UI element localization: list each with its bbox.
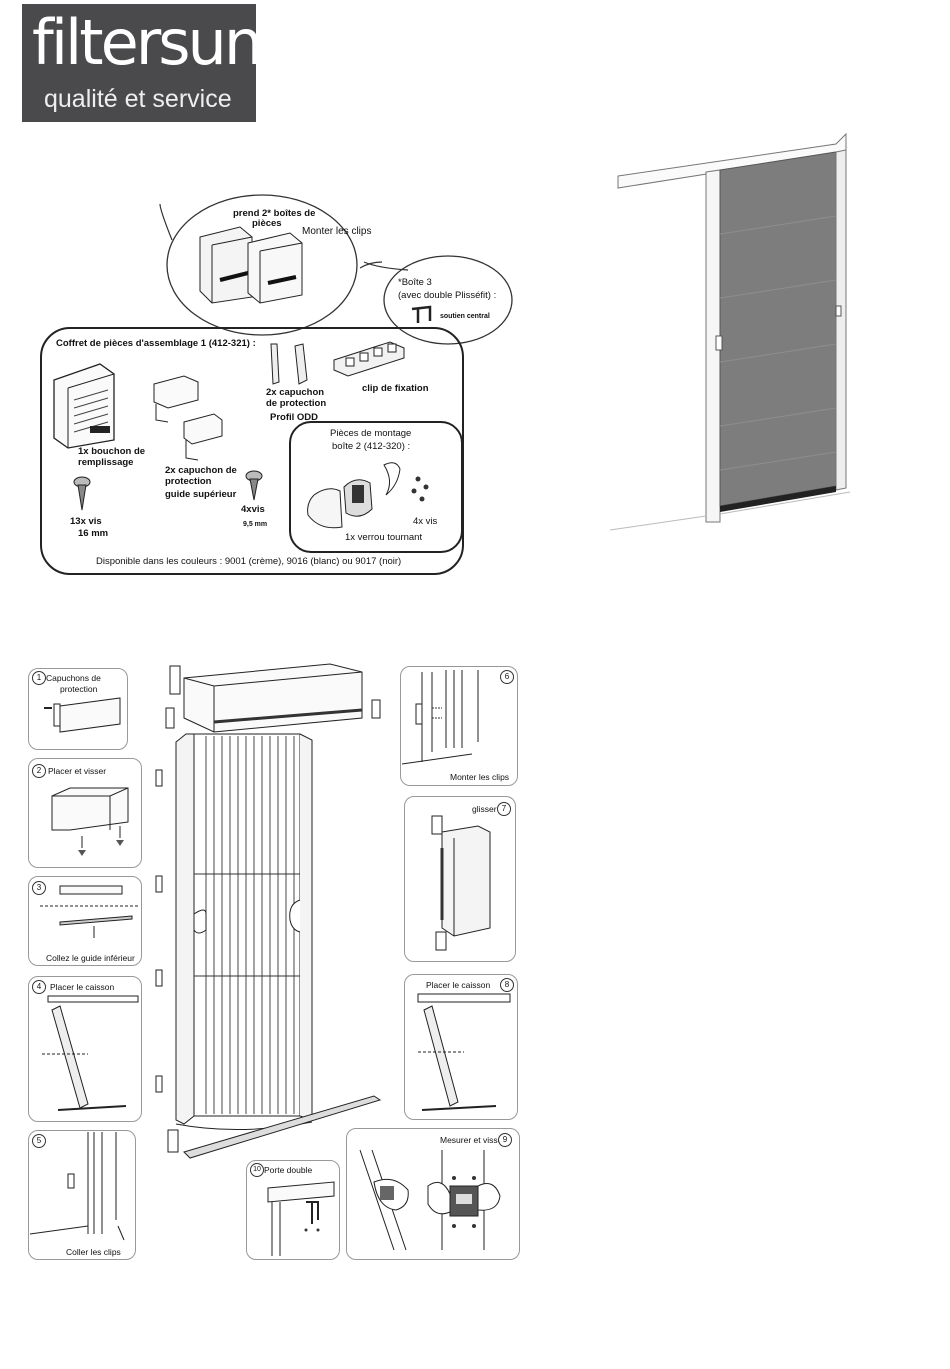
central-support-icon xyxy=(411,305,432,323)
step-2-label: Placer et visser xyxy=(48,766,107,776)
vis4-line2: 9,5 mm xyxy=(243,521,268,528)
montage-line2: boîte 2 (412-320) : xyxy=(332,441,411,452)
logo-brand: filtersun xyxy=(32,6,263,79)
clip-illustration xyxy=(333,341,405,377)
screw-9mm-icon xyxy=(245,470,263,501)
assembly-kit-box xyxy=(40,327,464,575)
montage-vis: 4x vis xyxy=(413,516,438,527)
step-6-number: 6 xyxy=(500,670,514,684)
step-3-number: 3 xyxy=(32,881,46,895)
exploded-door-diagram xyxy=(155,663,382,1159)
step-8-label: Placer le caisson xyxy=(426,980,491,990)
step-2-illustration xyxy=(51,787,129,856)
coffret-title: Coffret de pièces d'assemblage 1 (412-32… xyxy=(56,338,256,349)
step-10-number: 10 xyxy=(250,1163,264,1177)
clip-label: clip de fixation xyxy=(362,383,429,394)
bubble-top-monter: Monter les clips xyxy=(302,226,372,237)
step-6-panel xyxy=(400,666,518,786)
step-7-label: glisser xyxy=(472,804,497,814)
filler-cap-illustration xyxy=(53,363,115,449)
step-1-label-line2: protection xyxy=(60,684,98,694)
profile-cap-line2: de protection xyxy=(266,398,327,409)
profile-cap-line1: 2x capuchon xyxy=(266,387,325,398)
step-1-number: 1 xyxy=(32,671,46,685)
step-4-illustration xyxy=(42,995,139,1111)
mounting-parts-box xyxy=(289,421,463,553)
colors-availability: Disponible dans les couleurs : 9001 (crè… xyxy=(96,556,402,567)
guide-cap-line2: protection xyxy=(165,476,212,487)
vis4-line1: 4xvis xyxy=(241,504,265,515)
step-4-label: Placer le caisson xyxy=(50,982,115,992)
vis13-line1: 13x vis xyxy=(70,516,102,527)
guide-cap-line1: 2x capuchon de xyxy=(165,465,237,476)
step-5-label: Coller les clips xyxy=(66,1247,121,1257)
step-1-label-line1: Capuchons de xyxy=(46,673,101,683)
step-7-illustration xyxy=(431,815,491,951)
step-8-number: 8 xyxy=(500,978,514,992)
bubble-right-line1: *Boîte 3 xyxy=(398,277,432,288)
step-5-panel xyxy=(28,1130,136,1260)
parts-boxes-illustration xyxy=(199,226,303,304)
bubble-right-part: soutien central xyxy=(440,313,490,320)
bubble-right-line2: (avec double Plisséfit) : xyxy=(398,290,497,301)
montage-line1: Pièces de montage xyxy=(330,428,412,439)
step-6-label: Monter les clips xyxy=(450,772,510,782)
step-10-illustration xyxy=(267,1181,335,1256)
bubble-top-line2: pièces xyxy=(252,218,282,229)
profile-cap-line3: Profil ODD xyxy=(270,412,319,423)
step-8-illustration xyxy=(417,993,511,1111)
step-10-panel xyxy=(246,1160,340,1260)
guide-cap-line3: guide supérieur xyxy=(165,489,237,500)
product-door-illustration xyxy=(609,132,851,531)
bouchon-line2: remplissage xyxy=(78,457,134,468)
step-4-number: 4 xyxy=(32,980,46,994)
rotary-lock-illustration xyxy=(307,462,429,529)
step-9-label: Mesurer et visser xyxy=(440,1135,506,1145)
step-7-number: 7 xyxy=(497,802,511,816)
step-5-illustration xyxy=(29,1132,125,1241)
filtersun-logo: filtersun qualité et service xyxy=(22,4,263,122)
step-10-label: Porte double xyxy=(264,1165,313,1175)
step-3-illustration xyxy=(40,885,140,938)
bouchon-line1: 1x bouchon de xyxy=(78,446,146,457)
step-5-number: 5 xyxy=(32,1134,46,1148)
guide-cap-illustration xyxy=(153,375,223,461)
step-6-illustration xyxy=(401,670,479,765)
screw-16mm-icon xyxy=(73,476,91,511)
montage-verrou: 1x verrou tournant xyxy=(345,532,423,543)
vis13-line2: 16 mm xyxy=(78,528,109,539)
step-9-illustration xyxy=(359,1149,501,1251)
logo-tagline: qualité et service xyxy=(44,85,232,113)
step-2-number: 2 xyxy=(32,764,46,778)
step-3-label: Collez le guide inférieur xyxy=(46,953,135,963)
bubble-top-line1: prend 2* boîtes de xyxy=(233,208,316,219)
profile-cap-illustration xyxy=(270,343,308,385)
step-1-illustration xyxy=(44,697,121,733)
step-9-number: 9 xyxy=(498,1133,512,1147)
